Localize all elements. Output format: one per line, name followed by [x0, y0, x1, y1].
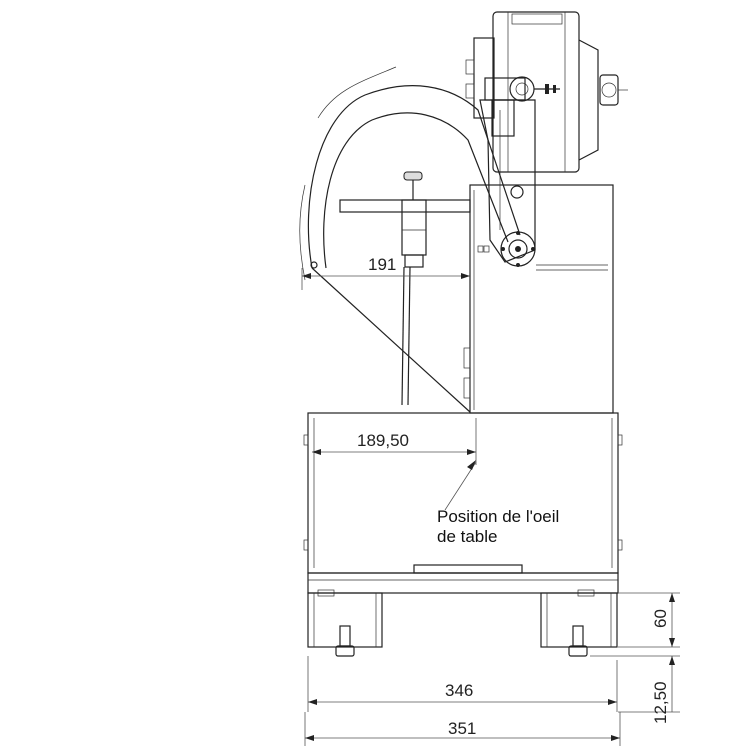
blade-guide-arm	[477, 99, 536, 267]
guide-post	[339, 171, 471, 406]
note-line-2: de table	[437, 527, 498, 546]
dimension-346-label: 346	[445, 681, 473, 700]
note-line-1: Position de l'oeil	[437, 507, 559, 526]
left-foot	[307, 592, 383, 657]
motor-housing	[465, 11, 628, 173]
dimension-12-50: 12,50	[590, 655, 680, 724]
dimension-12-50-label: 12,50	[651, 681, 670, 724]
base-plate	[307, 572, 619, 597]
dimension-351-label: 351	[448, 719, 476, 738]
column-tower	[463, 184, 614, 414]
lower-cabinet	[303, 412, 623, 574]
dimension-189-50-label: 189,50	[357, 431, 409, 450]
dimension-191-label: 191	[368, 255, 396, 274]
note-leader	[444, 460, 477, 511]
dimension-191: 191	[301, 255, 470, 290]
dimension-189-50: 189,50	[312, 418, 477, 465]
dimension-60: 60	[618, 592, 680, 648]
tension-knob	[484, 76, 560, 137]
dimension-346: 346	[307, 656, 618, 712]
right-foot	[540, 592, 618, 657]
curved-arm	[299, 66, 521, 413]
dimension-351: 351	[304, 712, 621, 746]
dimension-60-label: 60	[651, 609, 670, 628]
